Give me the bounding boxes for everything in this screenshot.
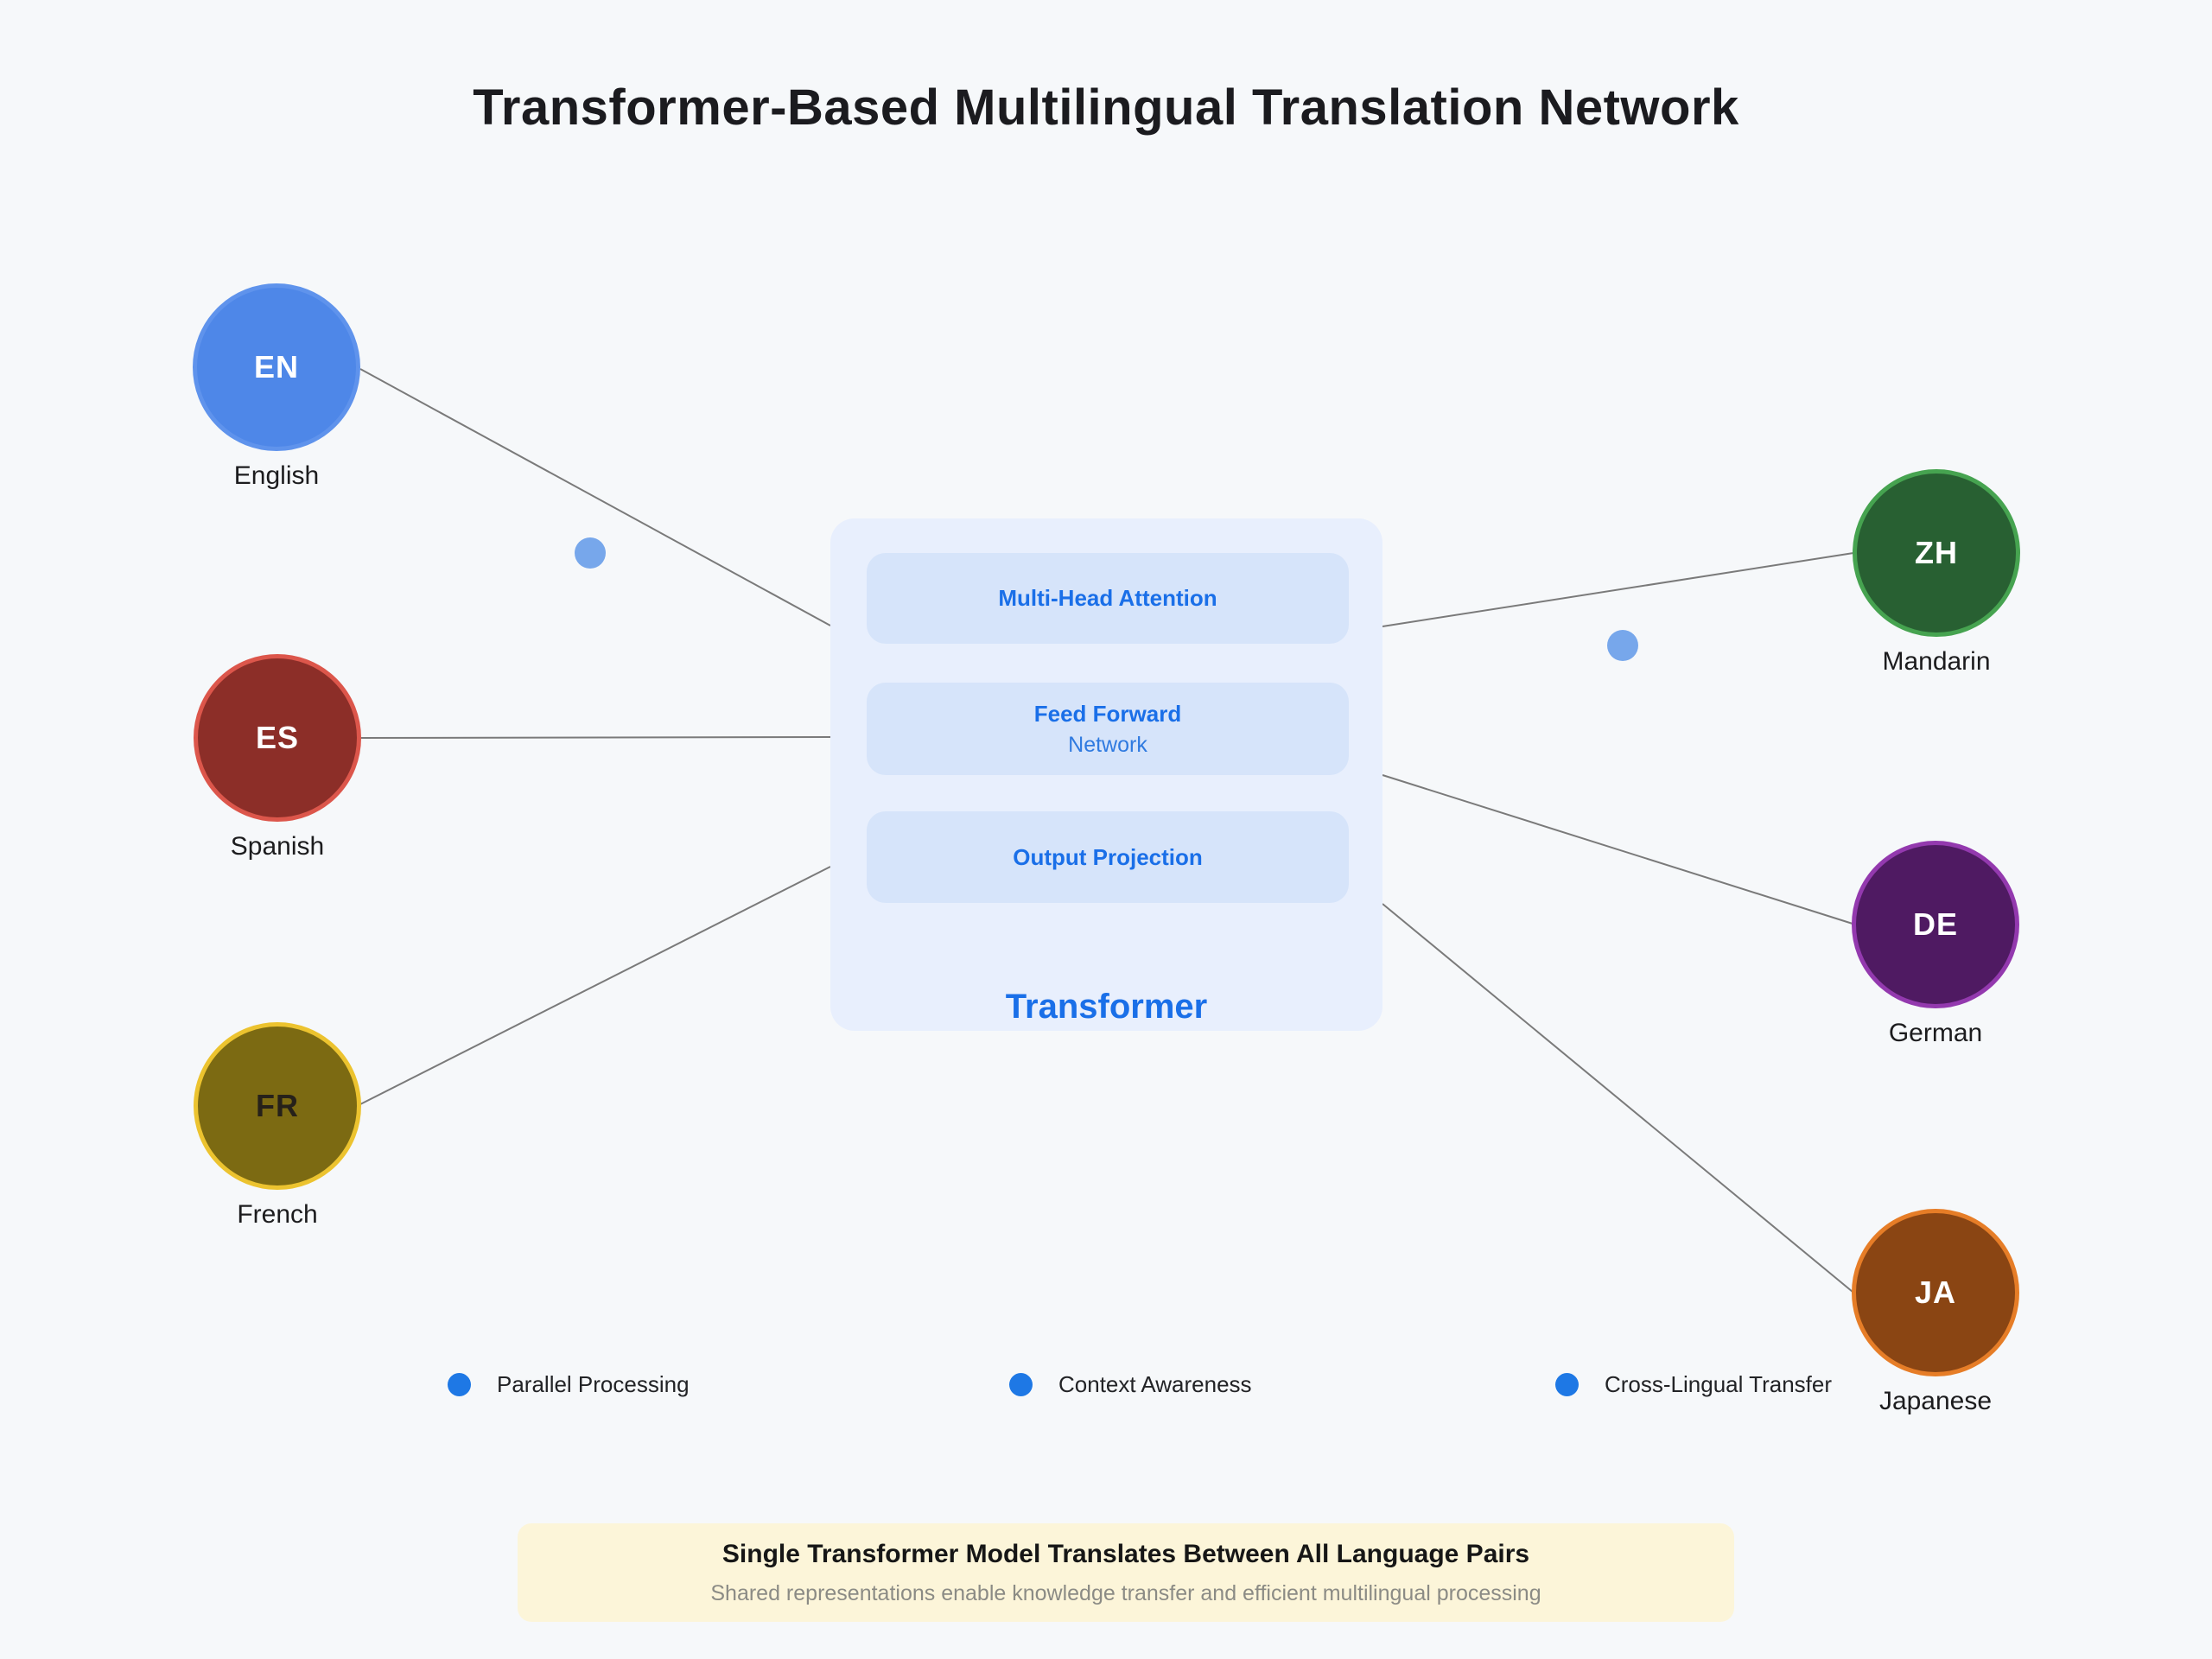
language-code: EN bbox=[253, 349, 299, 385]
link-transformer-mandarin bbox=[1382, 552, 1854, 627]
component-subtitle: Network bbox=[1068, 732, 1147, 757]
language-name: French bbox=[237, 1200, 318, 1229]
component-title: Feed Forward bbox=[1033, 700, 1182, 727]
language-circle-japanese: JA bbox=[1852, 1209, 2019, 1376]
legend-item-context-awareness: Context Awareness bbox=[1009, 1371, 1252, 1397]
language-node-french: FR French bbox=[148, 1022, 407, 1230]
language-code: FR bbox=[256, 1088, 299, 1123]
transformer-box: Multi-Head Attention Feed Forward Networ… bbox=[830, 518, 1382, 1031]
language-name: English bbox=[233, 461, 320, 490]
legend-dot-icon bbox=[1555, 1373, 1579, 1396]
legend-label: Cross-Lingual Transfer bbox=[1605, 1371, 1832, 1397]
footer-note: Single Transformer Model Translates Betw… bbox=[518, 1523, 1734, 1622]
language-name: German bbox=[1888, 1019, 1983, 1047]
legend-dot-icon bbox=[448, 1373, 471, 1396]
footer-subtitle: Shared representations enable knowledge … bbox=[710, 1580, 1541, 1605]
language-node-japanese: JA Japanese bbox=[1806, 1209, 2065, 1416]
legend-item-cross-lingual-transfer: Cross-Lingual Transfer bbox=[1555, 1371, 1832, 1397]
language-circle-german: DE bbox=[1852, 841, 2019, 1008]
language-name: Spanish bbox=[230, 832, 325, 861]
language-name: Japanese bbox=[1878, 1387, 1993, 1415]
component-title: Output Projection bbox=[1013, 843, 1203, 870]
component-feed-forward-network: Feed Forward Network bbox=[867, 683, 1349, 775]
legend-dot-icon bbox=[1009, 1373, 1033, 1396]
link-transformer-german bbox=[1382, 774, 1853, 925]
language-name: Mandarin bbox=[1882, 647, 1991, 676]
component-output-projection: Output Projection bbox=[867, 811, 1349, 903]
link-transformer-japanese bbox=[1382, 903, 1853, 1293]
link-french-transformer bbox=[359, 866, 831, 1105]
language-circle-mandarin: ZH bbox=[1853, 469, 2020, 637]
language-node-mandarin: ZH Mandarin bbox=[1807, 469, 2066, 677]
link-spanish-transformer bbox=[360, 736, 831, 739]
legend-label: Parallel Processing bbox=[497, 1371, 690, 1397]
language-code: JA bbox=[1914, 1274, 1957, 1310]
component-multi-head-attention: Multi-Head Attention bbox=[867, 553, 1349, 644]
language-node-german: DE German bbox=[1806, 841, 2065, 1048]
language-code: ES bbox=[255, 720, 300, 755]
link-english-transformer bbox=[359, 368, 831, 626]
language-circle-english: EN bbox=[193, 283, 360, 451]
footer-title: Single Transformer Model Translates Betw… bbox=[721, 1539, 1530, 1568]
language-code: ZH bbox=[1915, 535, 1958, 570]
transformer-label: Transformer bbox=[1005, 988, 1208, 1026]
language-circle-french: FR bbox=[194, 1022, 361, 1190]
diagram-title: Transformer-Based Multilingual Translati… bbox=[473, 79, 1739, 136]
language-circle-spanish: ES bbox=[194, 654, 361, 822]
language-node-spanish: ES Spanish bbox=[148, 654, 407, 861]
component-title: Multi-Head Attention bbox=[998, 585, 1217, 611]
legend-label: Context Awareness bbox=[1058, 1371, 1252, 1397]
legend-item-parallel-processing: Parallel Processing bbox=[448, 1371, 690, 1397]
language-node-english: EN English bbox=[147, 283, 406, 491]
language-code: DE bbox=[1912, 906, 1958, 942]
flow-dot-icon bbox=[1607, 630, 1638, 661]
flow-dot-icon bbox=[575, 537, 606, 569]
